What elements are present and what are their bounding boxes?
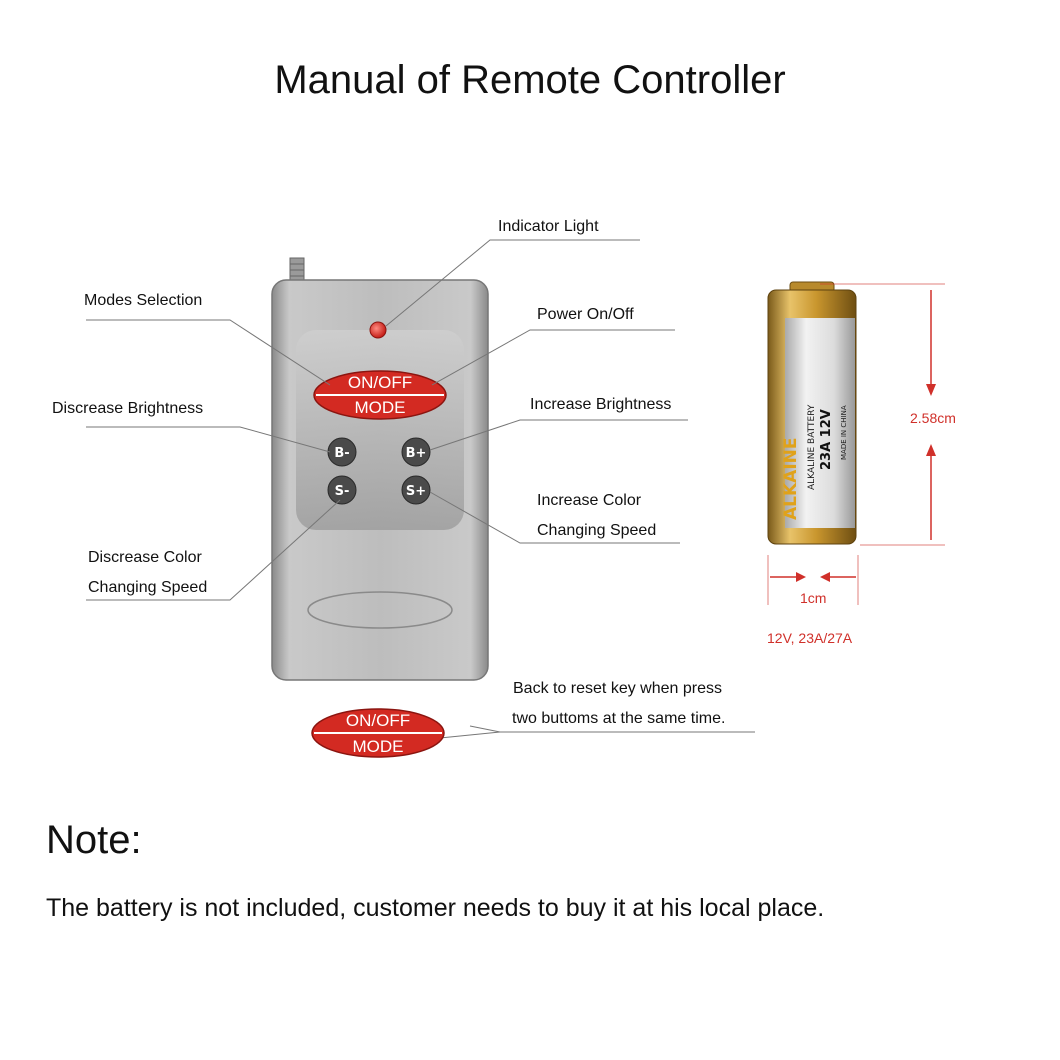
callout-indicator	[385, 239, 640, 327]
label-reset-1: Back to reset key when press	[513, 680, 722, 697]
indicator-light	[369, 321, 387, 339]
b-minus-button[interactable]: B-	[327, 437, 357, 467]
battery-height-label: 2.58cm	[910, 410, 956, 426]
callout-power	[431, 329, 675, 386]
note-heading: Note:	[46, 818, 142, 862]
callout-inc-brightness	[429, 419, 688, 451]
battery-type: ALKALINE BATTERY	[807, 404, 817, 490]
reset-mode-label: MODE	[353, 737, 404, 756]
s-plus-label: S+	[406, 484, 426, 499]
battery-dimensions	[767, 283, 945, 605]
label-increase-brightness: Increase Brightness	[530, 396, 672, 413]
callout-dec-brightness	[86, 426, 331, 453]
callout-modes	[86, 319, 331, 386]
callout-dec-color	[86, 499, 341, 601]
callout-reset	[439, 731, 755, 739]
b-plus-button[interactable]: B+	[401, 437, 431, 467]
onoff-mode-button[interactable]: ON/OFF MODE	[313, 370, 447, 420]
s-minus-label: S-	[335, 484, 350, 499]
label-decrease-brightness: Discrease Brightness	[52, 400, 204, 417]
onoff-label: ON/OFF	[348, 373, 412, 392]
label-increase-color-1: Increase Color	[537, 492, 642, 509]
s-plus-button[interactable]: S+	[401, 475, 431, 505]
label-increase-color-2: Changing Speed	[537, 522, 657, 539]
battery-width-label: 1cm	[800, 590, 827, 606]
page-title: Manual of Remote Controller	[274, 58, 786, 102]
callout-lines	[86, 239, 755, 739]
mode-label: MODE	[355, 398, 406, 417]
label-indicator-light: Indicator Light	[498, 218, 599, 235]
label-reset-2: two buttoms at the same time.	[512, 710, 726, 727]
label-power-on-off: Power On/Off	[537, 306, 634, 323]
reset-onoff-label: ON/OFF	[346, 711, 410, 730]
label-decrease-color-1: Discrease Color	[88, 549, 202, 566]
antenna	[289, 257, 305, 285]
battery-brand: ALKAINE	[781, 438, 801, 521]
s-minus-button[interactable]: S-	[327, 475, 357, 505]
label-decrease-color-2: Changing Speed	[88, 579, 208, 596]
callout-inc-color	[429, 491, 680, 544]
note-text: The battery is not included, customer ne…	[46, 894, 825, 922]
b-minus-label: B-	[334, 446, 349, 461]
battery-image: ALKAINE ALKALINE BATTERY 23A 12V MADE IN…	[767, 281, 857, 545]
battery-origin: MADE IN CHINA	[840, 405, 848, 460]
b-plus-label: B+	[406, 446, 427, 461]
reset-onoff-mode-pill: ON/OFF MODE	[311, 708, 445, 758]
label-modes-selection: Modes Selection	[84, 292, 203, 309]
remote-body	[271, 279, 489, 681]
battery-model: 23A 12V	[819, 409, 834, 470]
battery-spec-label: 12V, 23A/27A	[767, 630, 853, 646]
